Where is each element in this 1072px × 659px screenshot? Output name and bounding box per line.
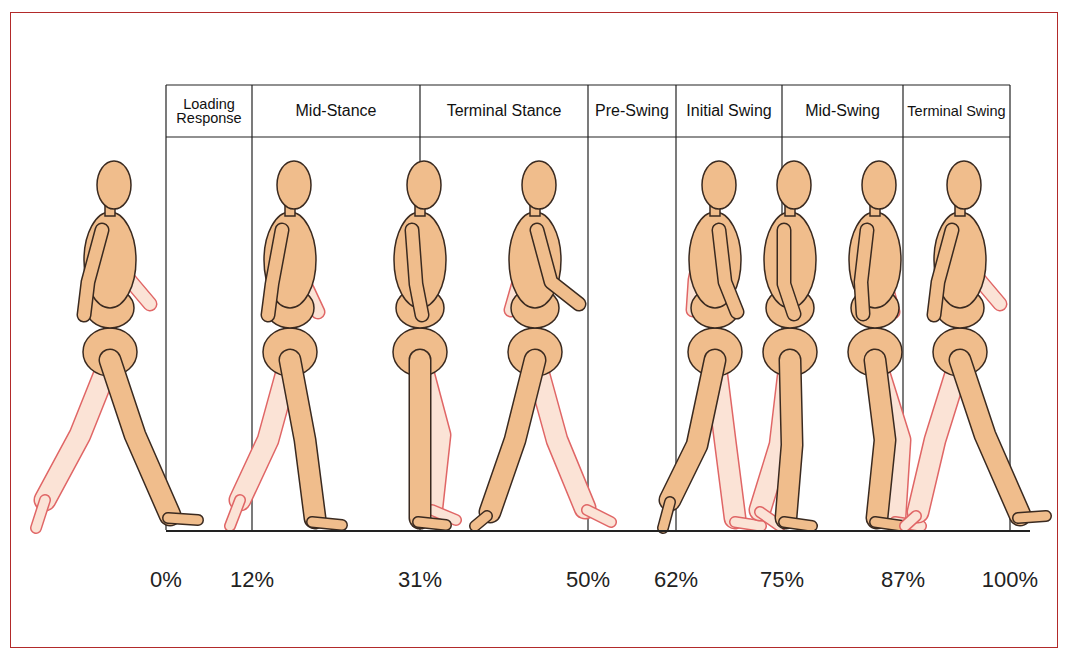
phase-name: Terminal Stance (445, 103, 564, 119)
percent-label: 75% (760, 569, 804, 591)
phase-header: Loading Response (167, 86, 251, 136)
phase-header: Mid-Stance (253, 86, 419, 136)
phase-header: Initial Swing (677, 86, 781, 136)
walking-figure (848, 161, 921, 526)
phase-name: Pre-Swing (593, 103, 671, 119)
percent-label: 0% (150, 569, 182, 591)
ground-line (166, 530, 1030, 532)
phase-header: Mid-Swing (783, 86, 902, 136)
walking-figure (663, 161, 761, 528)
phase-header: Terminal Stance (421, 86, 587, 136)
percent-label: 31% (398, 569, 442, 591)
walking-figure (905, 161, 1046, 526)
phase-header: Pre-Swing (589, 86, 675, 136)
phase-name: Mid-Swing (803, 103, 882, 119)
walking-figure (475, 161, 611, 526)
walking-figure (760, 161, 817, 526)
phase-header: Terminal Swing (904, 86, 1009, 136)
walking-figure (36, 161, 198, 528)
phase-name: Loading Response (167, 97, 251, 126)
walking-figure (393, 161, 456, 525)
phase-name: Initial Swing (684, 103, 773, 119)
percent-label: 50% (566, 569, 610, 591)
percent-label: 62% (654, 569, 698, 591)
phase-name: Mid-Stance (294, 103, 379, 119)
percent-label: 100% (982, 569, 1038, 591)
phase-grid (166, 85, 1010, 530)
percent-label: 12% (230, 569, 274, 591)
walking-figure (230, 161, 342, 526)
percent-label: 87% (881, 569, 925, 591)
phase-name: Terminal Swing (905, 104, 1007, 119)
